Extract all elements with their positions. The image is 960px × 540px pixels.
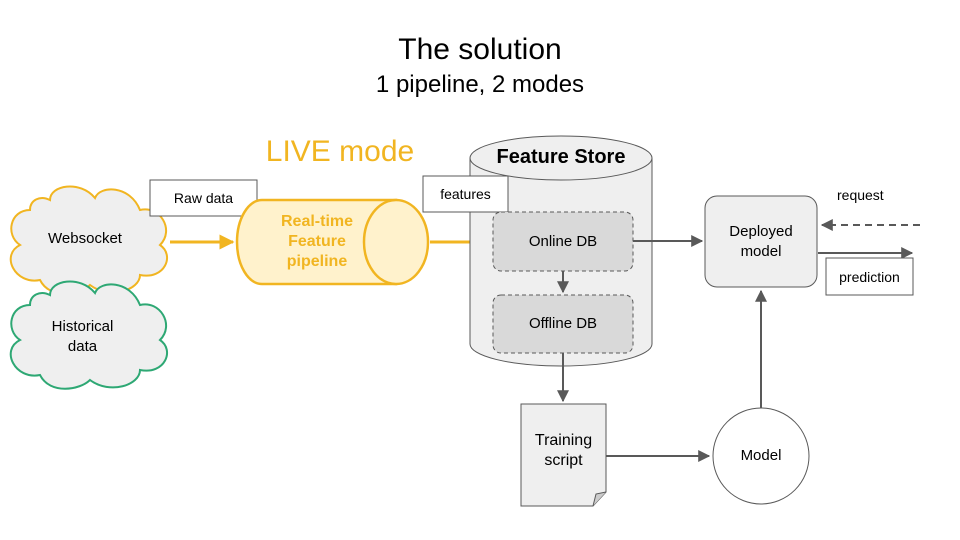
page-title: The solution <box>398 33 562 66</box>
training-script-line-1: Training <box>534 432 593 449</box>
raw-data-label: Raw data <box>173 190 234 206</box>
pipeline-cylinder <box>235 198 430 286</box>
historical-data-cloud <box>9 280 169 390</box>
websocket-cloud <box>9 185 169 295</box>
request-label: request <box>837 187 884 203</box>
feature-store-title: Feature Store <box>496 146 626 168</box>
training-script-label: Training script <box>521 420 606 482</box>
prediction-label: prediction <box>839 268 900 285</box>
deployed-model-box <box>704 195 818 288</box>
historical-data-line-2: data <box>67 338 98 355</box>
model-label: Model <box>740 447 782 464</box>
online-db-label: Online DB <box>528 232 598 250</box>
raw-data-box <box>149 179 258 217</box>
historical-data-label: Historical data <box>25 316 140 358</box>
deployed-model-line-1: Deployed <box>729 222 793 240</box>
features-box <box>422 175 509 213</box>
page-subtitle: 1 pipeline, 2 modes <box>375 71 585 98</box>
pipeline-label: Real-time Feature pipeline <box>262 210 372 274</box>
pipeline-line-2: Feature <box>288 233 346 250</box>
offline-db-label: Offline DB <box>528 315 598 332</box>
features-label: features <box>440 186 491 202</box>
live-mode-label: LIVE mode <box>265 135 415 168</box>
prediction-box <box>825 257 914 296</box>
training-script-line-2: script <box>544 452 583 469</box>
pipeline-line-1: Real-time <box>280 213 354 230</box>
pipeline-line-3: pipeline <box>286 253 348 270</box>
deployed-model-label: Deployed model <box>705 196 817 287</box>
training-script-document <box>520 403 607 507</box>
historical-data-line-1: Historical <box>51 318 114 335</box>
deployed-model-line-2: model <box>740 242 782 260</box>
websocket-label: Websocket <box>48 230 122 247</box>
